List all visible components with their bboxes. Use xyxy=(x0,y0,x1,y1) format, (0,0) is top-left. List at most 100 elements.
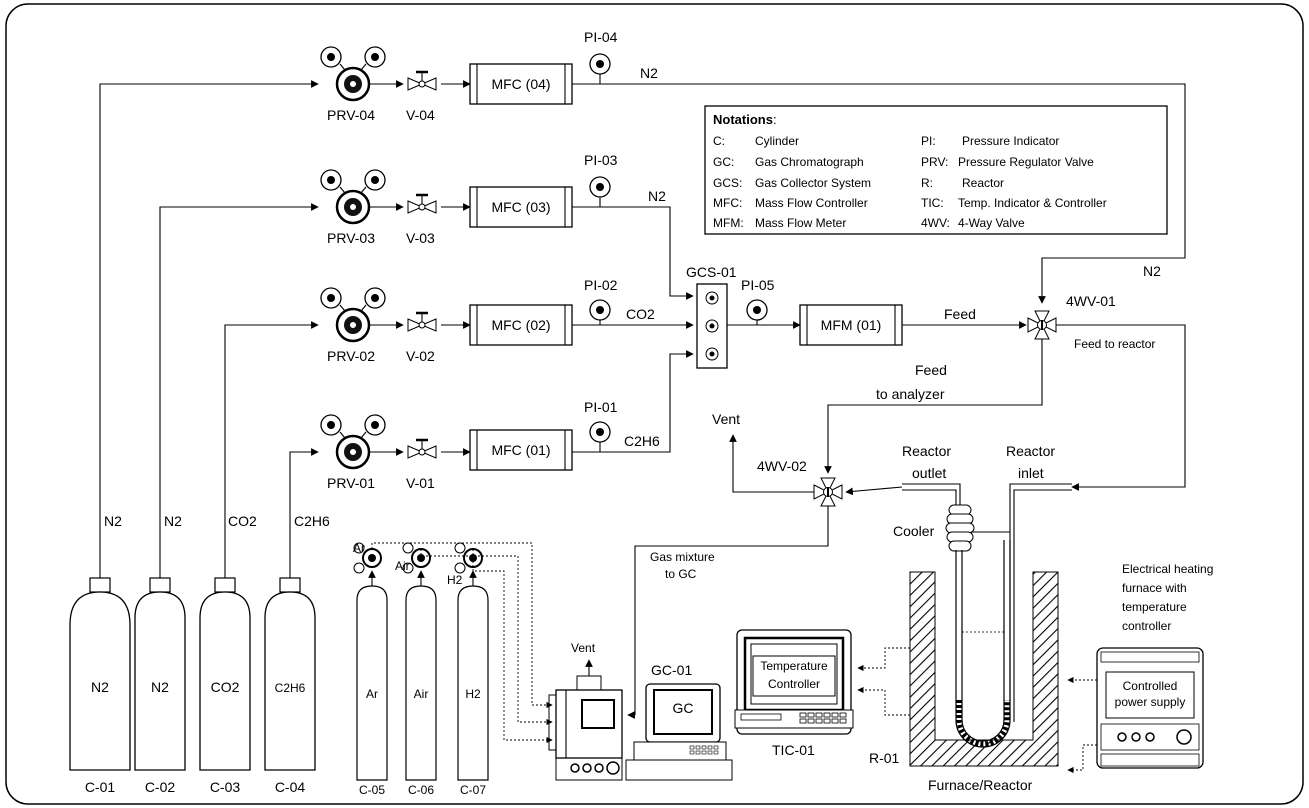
carrier-gas-lines xyxy=(371,542,553,744)
reactor-inlet-2: inlet xyxy=(1018,465,1044,481)
temperature-controller-display xyxy=(752,655,836,697)
c04-tag: C-04 xyxy=(275,779,306,795)
notation-pi-key: PI: xyxy=(921,134,936,148)
c07-tag: C-07 xyxy=(460,783,486,797)
prv-01 xyxy=(320,414,386,470)
notation-r-val: Reactor xyxy=(962,176,1004,190)
c02-gas: N2 xyxy=(151,679,169,695)
c01-gas: N2 xyxy=(91,679,109,695)
power-supply-label-1: Controlled xyxy=(1123,679,1178,693)
mfm-01-label: MFM (01) xyxy=(821,317,882,333)
controlled-power-supply xyxy=(1096,647,1204,769)
c03-gas: CO2 xyxy=(211,679,240,695)
notation-4wv-key: 4WV: xyxy=(921,216,950,230)
line2-gas-label: CO2 xyxy=(626,306,655,322)
feed-label: Feed xyxy=(944,306,976,322)
furnace-desc-4: controller xyxy=(1122,619,1171,633)
reactor-outlet-1: Reactor xyxy=(902,443,951,459)
notation-prv-key: PRV: xyxy=(921,155,948,169)
v04-label: V-04 xyxy=(406,107,435,123)
c01-tag: C-01 xyxy=(85,779,116,795)
c05-tag: C-05 xyxy=(359,783,385,797)
reactor-inlet-1: Reactor xyxy=(1006,443,1055,459)
cylinder-c03 xyxy=(199,577,251,771)
cooler-label: Cooler xyxy=(893,523,935,539)
svg-text:Notations:: Notations: xyxy=(713,112,777,127)
r-01-label: R-01 xyxy=(869,750,900,766)
line3-gas-label: N2 xyxy=(648,188,666,204)
notation-gc-val: Gas Chromatograph xyxy=(755,155,864,169)
notation-pi-val: Pressure Indicator xyxy=(962,134,1059,148)
feed-to-reactor-line xyxy=(1056,324,1186,491)
gcs-01 xyxy=(696,283,728,369)
reactor-outlet-2: outlet xyxy=(912,465,946,481)
prv-04 xyxy=(320,46,386,102)
pi-01-label: PI-01 xyxy=(584,399,618,415)
c06-gas: Air xyxy=(414,687,429,701)
c04-gas: C2H6 xyxy=(275,681,306,695)
c01-line-label: N2 xyxy=(104,513,122,529)
prv-to-mfc-lines xyxy=(369,80,471,456)
cylinder-c04 xyxy=(264,577,316,771)
valve-v03 xyxy=(407,193,437,214)
notation-mfc-key: MFC: xyxy=(713,196,742,210)
notation-gc-key: GC: xyxy=(713,155,734,169)
feed-to-analyzer-2: to analyzer xyxy=(876,386,945,402)
mfc-03 xyxy=(469,186,573,228)
notation-4wv-val: 4-Way Valve xyxy=(958,216,1025,230)
mfc-03-label: MFC (03) xyxy=(491,199,550,215)
vent-line-1 xyxy=(729,434,814,493)
cooler xyxy=(945,504,1010,552)
notation-c-key: C: xyxy=(713,134,725,148)
gc-instrument xyxy=(548,659,623,781)
gas-to-gc-line xyxy=(634,506,829,715)
power-to-furnace-lines xyxy=(1067,676,1097,774)
prv-03 xyxy=(320,169,386,225)
reactor-outlet-line xyxy=(845,486,903,496)
gc-computer xyxy=(625,683,733,781)
valve-v01 xyxy=(407,438,437,459)
mfc-02-label: MFC (02) xyxy=(491,317,550,333)
c07-gas: H2 xyxy=(465,687,481,701)
4wv-01-label: 4WV-01 xyxy=(1066,293,1116,309)
notations-box xyxy=(704,105,1168,235)
tic-01-label: TIC-01 xyxy=(772,742,815,758)
line1-gas-label: C2H6 xyxy=(624,433,660,449)
pi-gauges xyxy=(589,53,768,452)
prv-02 xyxy=(320,287,386,343)
prv-03-label: PRV-03 xyxy=(327,230,375,246)
mfc-01 xyxy=(469,429,573,471)
small-regulators xyxy=(353,542,483,574)
notation-tic-val: Temp. Indicator & Controller xyxy=(958,196,1107,210)
gcs-01-label: GCS-01 xyxy=(686,264,737,280)
furnace-to-tic-lines xyxy=(857,647,910,716)
line4-gas-label: N2 xyxy=(640,65,658,81)
valve-v02 xyxy=(407,311,437,332)
n2-right-label: N2 xyxy=(1143,263,1161,279)
furnace-reactor-label: Furnace/Reactor xyxy=(928,777,1033,793)
gc-label: GC xyxy=(673,700,694,716)
valve-v04 xyxy=(407,70,437,91)
cylinder-c07 xyxy=(457,570,489,781)
feed-to-reactor-label: Feed to reactor xyxy=(1074,337,1155,351)
feed-to-analyzer-line xyxy=(824,339,1043,474)
notation-mfm-key: MFM: xyxy=(713,216,744,230)
gas-mixture-label-2: to GC xyxy=(665,567,697,581)
gc-01-label: GC-01 xyxy=(651,662,692,678)
4wv-01-valve xyxy=(1027,310,1057,340)
notation-gcs-val: Gas Collector System xyxy=(755,176,871,190)
cylinder-c01 xyxy=(69,577,131,771)
pi-03-label: PI-03 xyxy=(584,152,618,168)
v01-label: V-01 xyxy=(406,475,435,491)
4wv-02-valve xyxy=(813,477,843,507)
mfc-04-label: MFC (04) xyxy=(491,76,550,92)
notation-prv-val: Pressure Regulator Valve xyxy=(958,155,1094,169)
mfc-04 xyxy=(469,63,573,105)
furnace-desc-3: temperature xyxy=(1122,600,1187,614)
pi-04-label: PI-04 xyxy=(584,29,618,45)
furnace-desc-2: furnace with xyxy=(1122,581,1187,595)
feed-to-analyzer-1: Feed xyxy=(915,362,947,378)
vent-label-2: Vent xyxy=(571,641,596,655)
prv-01-label: PRV-01 xyxy=(327,475,375,491)
